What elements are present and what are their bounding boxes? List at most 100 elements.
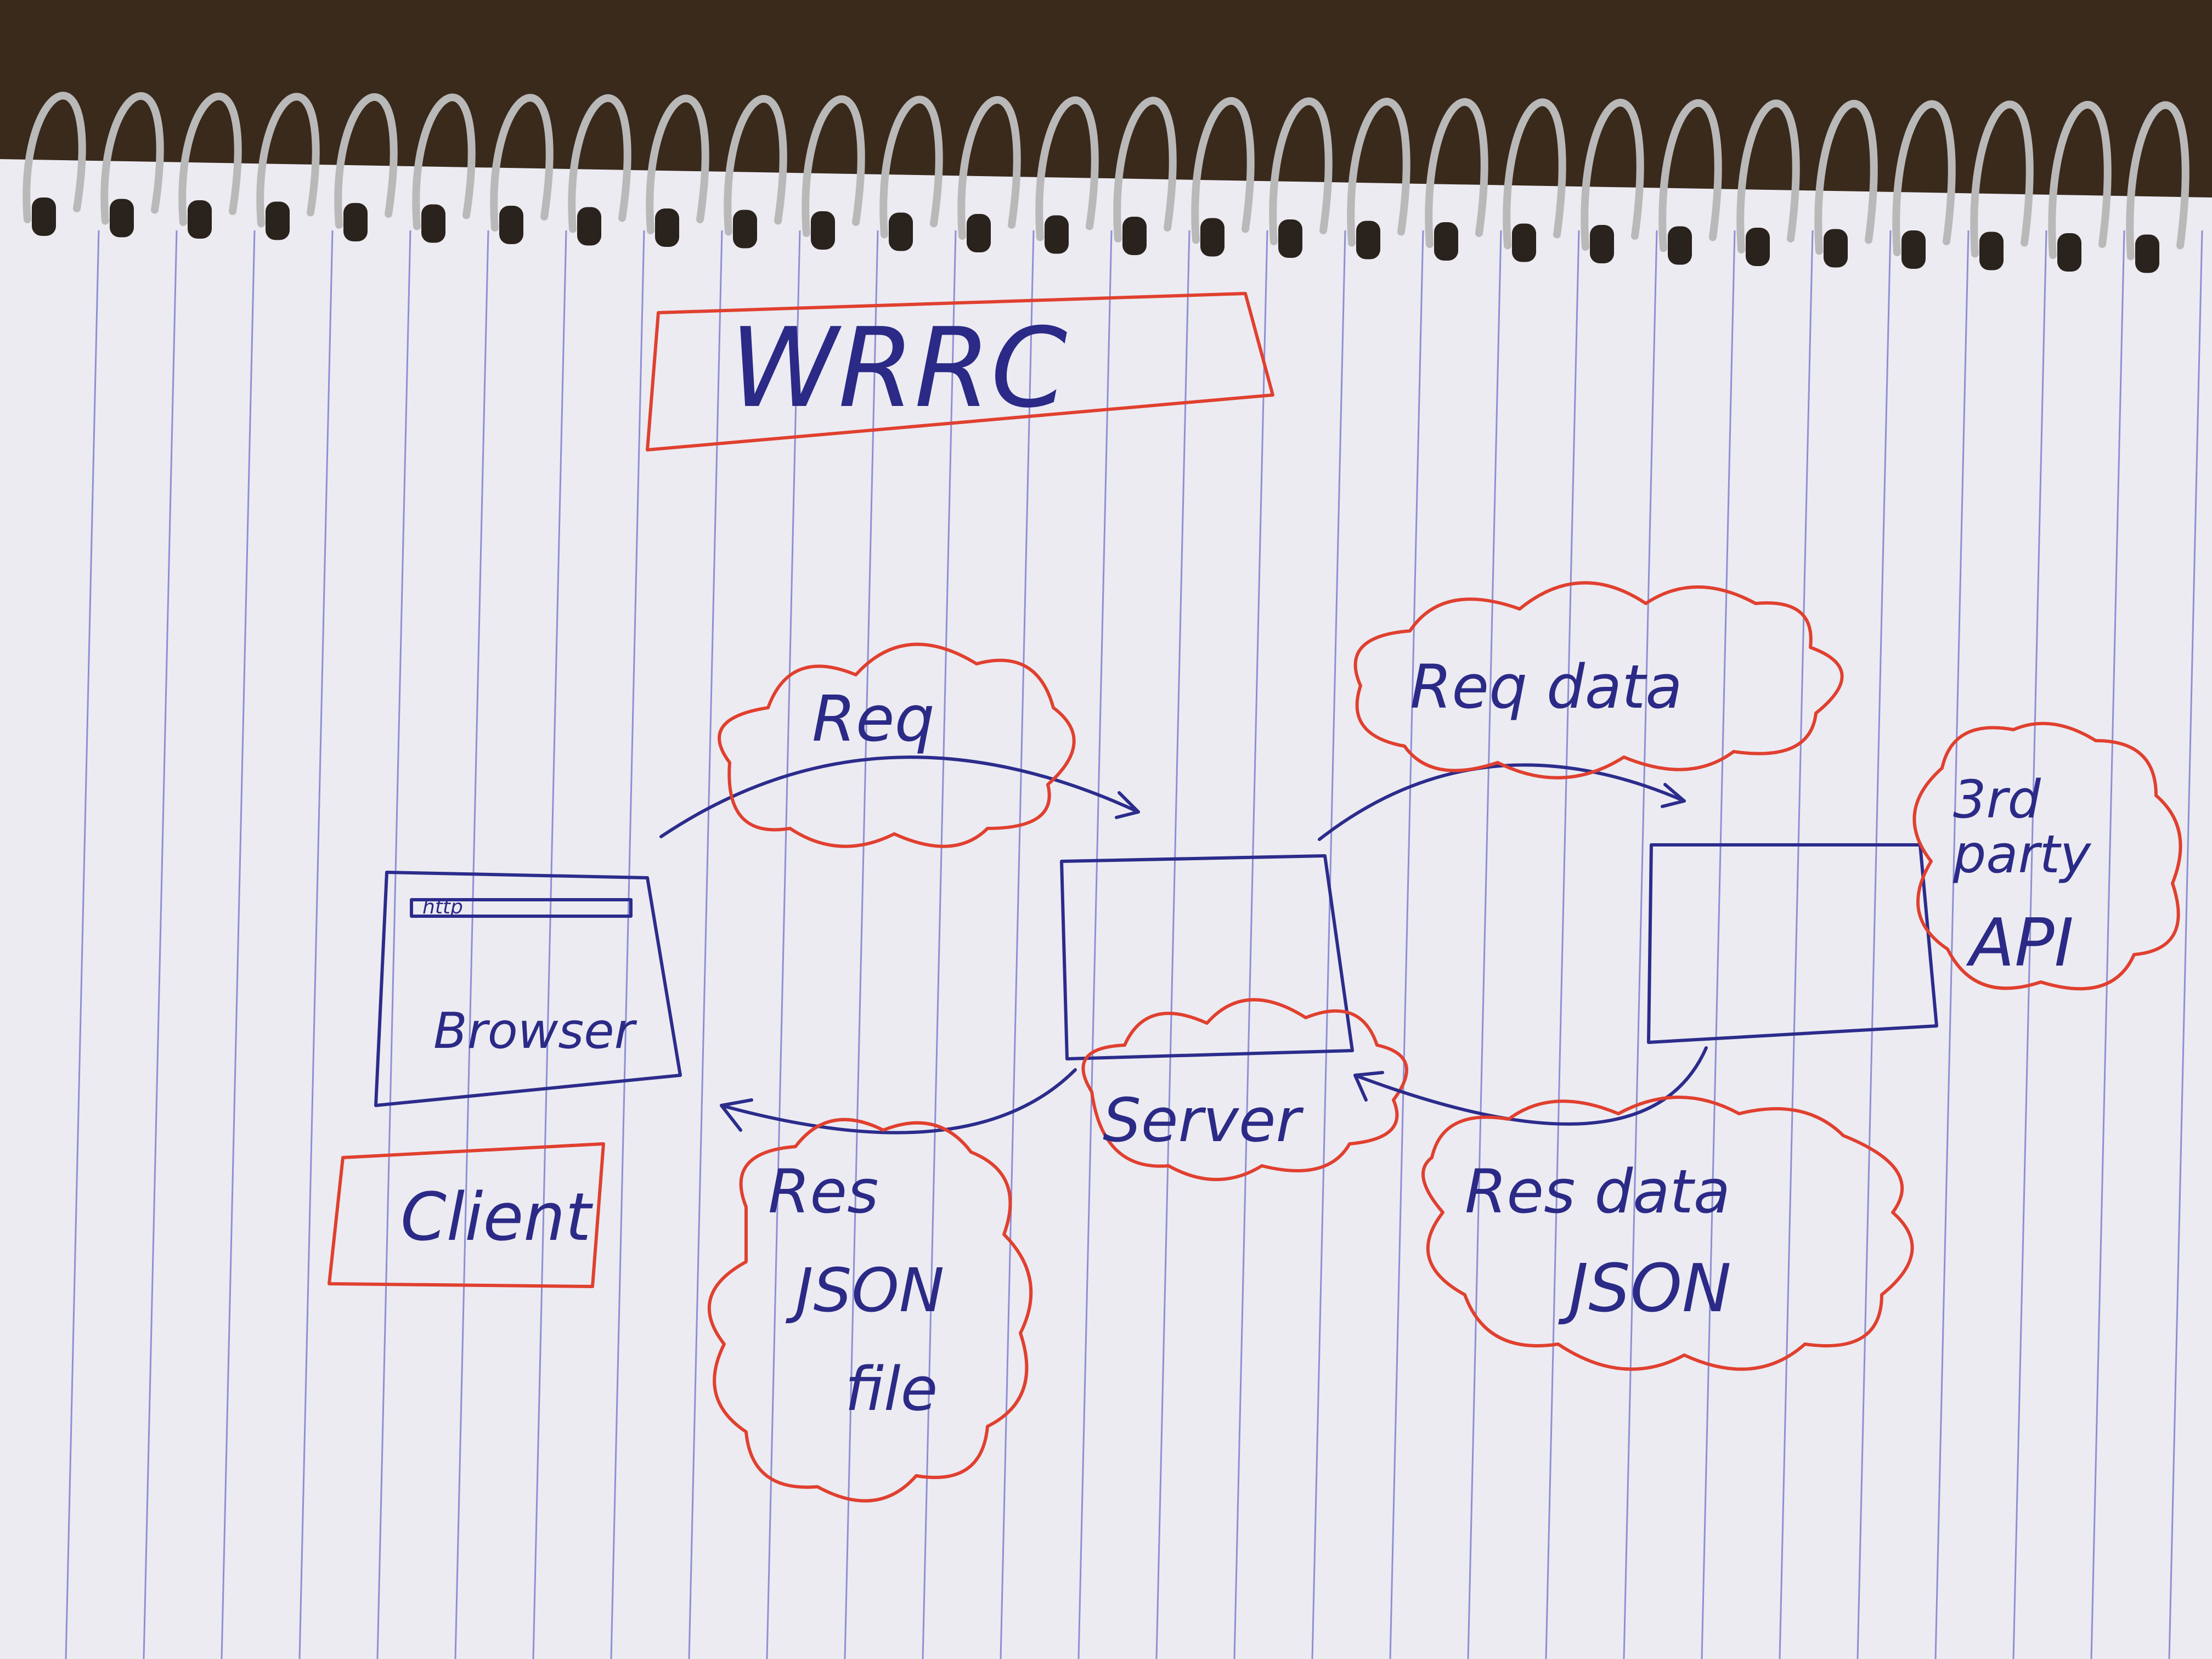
binding-hole (1434, 222, 1458, 261)
browser-node: http Browser (374, 871, 682, 1107)
ruled-line (454, 230, 489, 1659)
res-label-line3: file (845, 1354, 938, 1424)
server-label: Server (1103, 1085, 1304, 1155)
binding-hole (889, 212, 913, 251)
spiral-ring (1658, 99, 1722, 252)
server-cloud: Server (1081, 998, 1408, 1181)
binding-hole (1979, 232, 2004, 270)
binding-hole (1045, 215, 1069, 254)
spiral-ring (879, 95, 943, 239)
spiral-ring (1425, 98, 1488, 248)
spiral-ring (100, 92, 164, 225)
ruled-line (1467, 230, 1502, 1659)
ruled-line (1389, 230, 1424, 1659)
spiral-ring (1892, 100, 1956, 256)
ruled-line (922, 230, 957, 1659)
ruled-line (1934, 230, 1970, 1659)
browser-url-text: http (422, 896, 463, 918)
browser-address-bar (410, 898, 633, 918)
ruled-line (2090, 230, 2125, 1659)
spiral-ring (1581, 99, 1644, 251)
binding-hole (32, 198, 56, 236)
spiral-ring (646, 94, 709, 234)
req-data-edge (1318, 763, 1686, 841)
spiral-ring (412, 93, 476, 230)
spiral-ring (1269, 97, 1333, 245)
api-cloud: 3rd party API (1912, 721, 2182, 991)
res-label-line2: JSON (785, 1255, 944, 1325)
spiral-ring (178, 92, 242, 226)
api-label-line2: party (1953, 825, 2092, 885)
req-data-cloud: Req data (1353, 581, 1844, 780)
binding-hole (343, 203, 368, 241)
binding-hole (1512, 223, 1536, 262)
spiral-ring (1113, 97, 1177, 242)
binding-hole (499, 206, 523, 244)
spiral-ring (802, 95, 865, 237)
res-data-label-line2: JSON (1558, 1251, 1731, 1327)
ruled-line (610, 230, 645, 1659)
server-node (1060, 854, 1354, 1060)
ruled-line (1233, 230, 1268, 1659)
ruled-line (1779, 230, 1814, 1659)
binding-hole (188, 200, 212, 239)
binding-hole (577, 207, 601, 246)
res-data-label-line1: Res data (1465, 1156, 1730, 1227)
title-box: WRRC (646, 292, 1274, 452)
title-text: WRRC (730, 304, 1067, 432)
spiral-ring (957, 96, 1021, 240)
ruled-line (1311, 230, 1346, 1659)
req-edge (659, 755, 1140, 838)
ruled-line (1000, 230, 1035, 1659)
binding-hole (1122, 217, 1147, 255)
ruled-line (2012, 230, 2047, 1659)
spiral-ring (1191, 97, 1255, 244)
spiral-ring (2126, 101, 2190, 261)
ruled-line (1077, 230, 1113, 1659)
ruled-line (298, 230, 334, 1659)
ruled-line (532, 230, 567, 1659)
binding-hole (967, 214, 991, 252)
spiral-ring (334, 93, 398, 229)
res-data-edge (1353, 1046, 1708, 1126)
api-label-line3: API (1966, 905, 2074, 981)
ruled-line (2168, 230, 2203, 1659)
ruled-line (143, 230, 178, 1659)
ruled-line (1545, 230, 1580, 1659)
binding-hole (811, 211, 835, 250)
ruled-line (1623, 230, 1658, 1659)
ruled-line (766, 230, 801, 1659)
binding-hole (266, 201, 290, 240)
spiral-ring (1503, 98, 1566, 250)
client-label: Client (400, 1180, 593, 1256)
res-data-cloud: Res data JSON (1421, 1096, 1914, 1371)
spiral-ring (1347, 98, 1410, 247)
browser-label: Browser (433, 1002, 637, 1060)
binding-hole (2057, 233, 2081, 272)
ruled-line (376, 230, 411, 1659)
spiral-ring (1814, 100, 1878, 255)
binding-hole (1901, 230, 1926, 269)
client-node: Client (328, 1142, 605, 1288)
binding-hole (2135, 234, 2159, 273)
spiral-ring (1970, 100, 2034, 258)
ruled-line (688, 230, 723, 1659)
binding-hole (421, 204, 445, 243)
spiral-ring (2048, 100, 2112, 259)
binding-hole (1200, 218, 1224, 257)
binding-hole (1824, 229, 1848, 268)
req-label: Req (812, 682, 935, 756)
ruled-lines (65, 230, 2203, 1659)
binding-hole (733, 210, 757, 249)
ruled-line (221, 230, 256, 1659)
req-cloud: Req (718, 642, 1076, 848)
spiral-ring (256, 93, 320, 228)
spiral-binding (22, 92, 2190, 273)
spiral-ring (724, 95, 787, 236)
res-edge (720, 1068, 1077, 1135)
ruled-line (844, 230, 879, 1659)
spiral-ring (1035, 96, 1099, 241)
ruled-line (1701, 230, 1736, 1659)
ruled-line (1857, 230, 1892, 1659)
res-label-line1: Res (768, 1156, 878, 1227)
